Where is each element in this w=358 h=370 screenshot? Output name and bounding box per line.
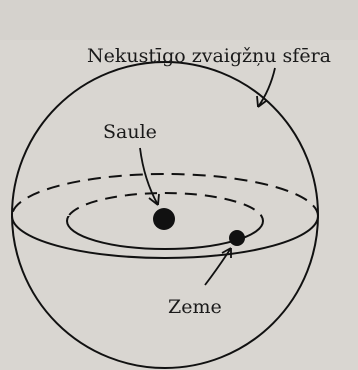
earth-label-arrow: [204, 247, 232, 286]
faded-text-band: [0, 0, 358, 40]
equator-front-solid: [11, 216, 319, 259]
sun-label: Saule: [103, 121, 157, 143]
sun-arrowhead: [148, 193, 160, 206]
earth-arrowhead: [221, 247, 232, 258]
sphere-label-arrow: [257, 67, 276, 108]
earth-label: Zeme: [168, 296, 222, 318]
earth-dot: [229, 230, 245, 246]
orbit-front-solid: [66, 216, 264, 250]
sun-dot: [153, 208, 175, 230]
sun-label-arrow: [139, 147, 159, 206]
sphere-arrowhead: [256, 95, 267, 108]
sphere-label: Nekustīgo zvaigžņu sfēra: [87, 45, 331, 67]
